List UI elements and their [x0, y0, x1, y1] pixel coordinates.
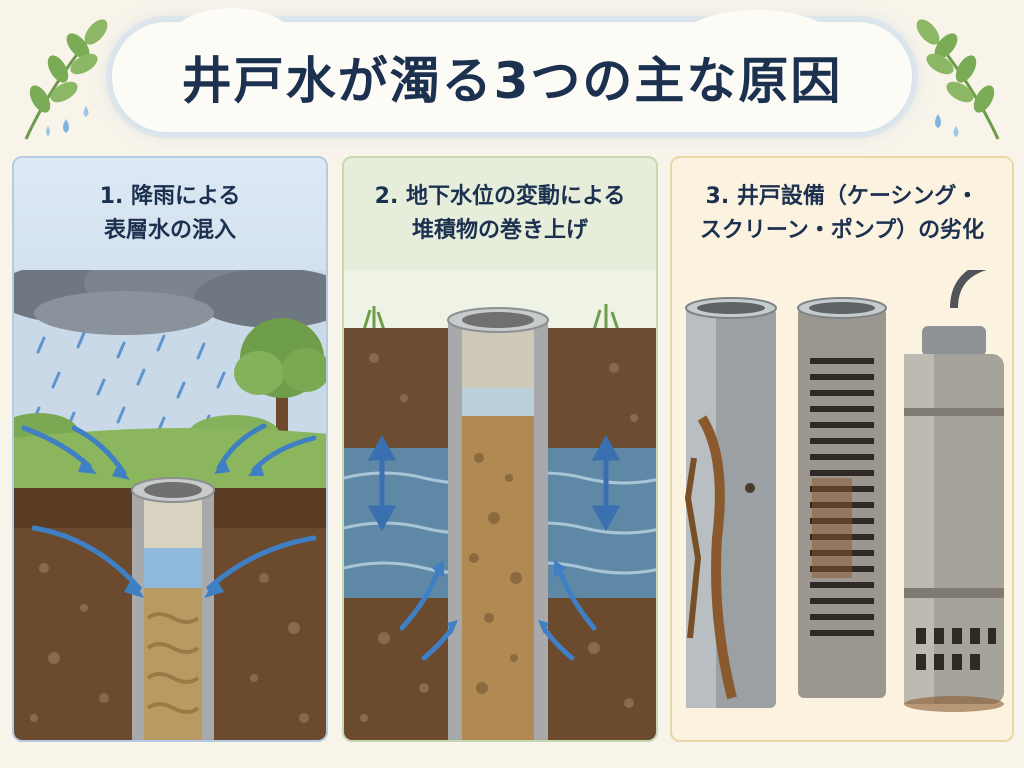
panel-equipment: 3. 井戸設備（ケーシング・ スクリーン・ポンプ）の劣化 — [670, 156, 1014, 742]
water-drop-icon — [63, 119, 69, 133]
water-drop-icon — [935, 114, 941, 128]
panel-title-line1: 1. 降雨による — [99, 184, 241, 209]
leaf-sprig-icon — [24, 19, 108, 140]
panel-title: 2. 地下水位の変動による 堆積物の巻き上げ — [344, 158, 656, 270]
water-level-illustration — [344, 270, 656, 740]
panel-water-level: 2. 地下水位の変動による 堆積物の巻き上げ — [342, 156, 658, 742]
flow-arrow-icon — [399, 565, 597, 661]
casing-pipe — [684, 297, 777, 708]
updown-arrow-icon — [367, 434, 621, 532]
panel-title: 1. 降雨による 表層水の混入 — [14, 158, 326, 270]
panel-title: 3. 井戸設備（ケーシング・ スクリーン・ポンプ）の劣化 — [672, 158, 1012, 270]
rainfall-illustration — [14, 249, 326, 740]
panel-title-line2: 表層水の混入 — [103, 218, 236, 243]
panel-rainfall: 1. 降雨による 表層水の混入 — [12, 156, 328, 742]
panel-title-line1: 2. 地下水位の変動による — [374, 184, 626, 209]
submersible-pump — [904, 259, 1004, 712]
panel-title-line2: 堆積物の巻き上げ — [411, 218, 588, 243]
panel-title-line2: スクリーン・ポンプ）の劣化 — [699, 218, 985, 243]
panel-title-line1: 3. 井戸設備（ケーシング・ — [705, 184, 979, 209]
equipment-illustration — [684, 259, 1004, 712]
page-title: 井戸水が濁る3つの主な原因 — [181, 52, 843, 110]
leaf-sprig-icon — [916, 19, 1000, 140]
screen-pipe — [797, 297, 887, 698]
header: 井戸水が濁る3つの主な原因 — [0, 0, 1024, 150]
title-cloud-background — [112, 8, 912, 132]
